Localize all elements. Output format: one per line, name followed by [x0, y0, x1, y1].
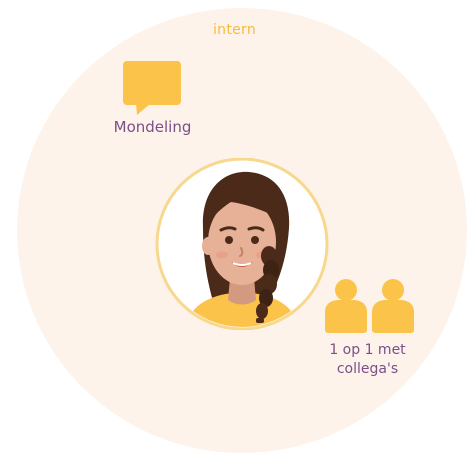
speech-bubble-icon — [123, 61, 181, 115]
colleagues-label: 1 op 1 met collega's — [310, 341, 425, 379]
circle-label: intern — [212, 22, 257, 38]
person-portrait — [155, 158, 329, 330]
people-icon — [325, 279, 414, 333]
colleagues-label-line1: 1 op 1 met — [329, 342, 406, 358]
colleagues-label-line2: collega's — [336, 361, 399, 377]
conversation-label: Mondeling — [113, 118, 192, 136]
